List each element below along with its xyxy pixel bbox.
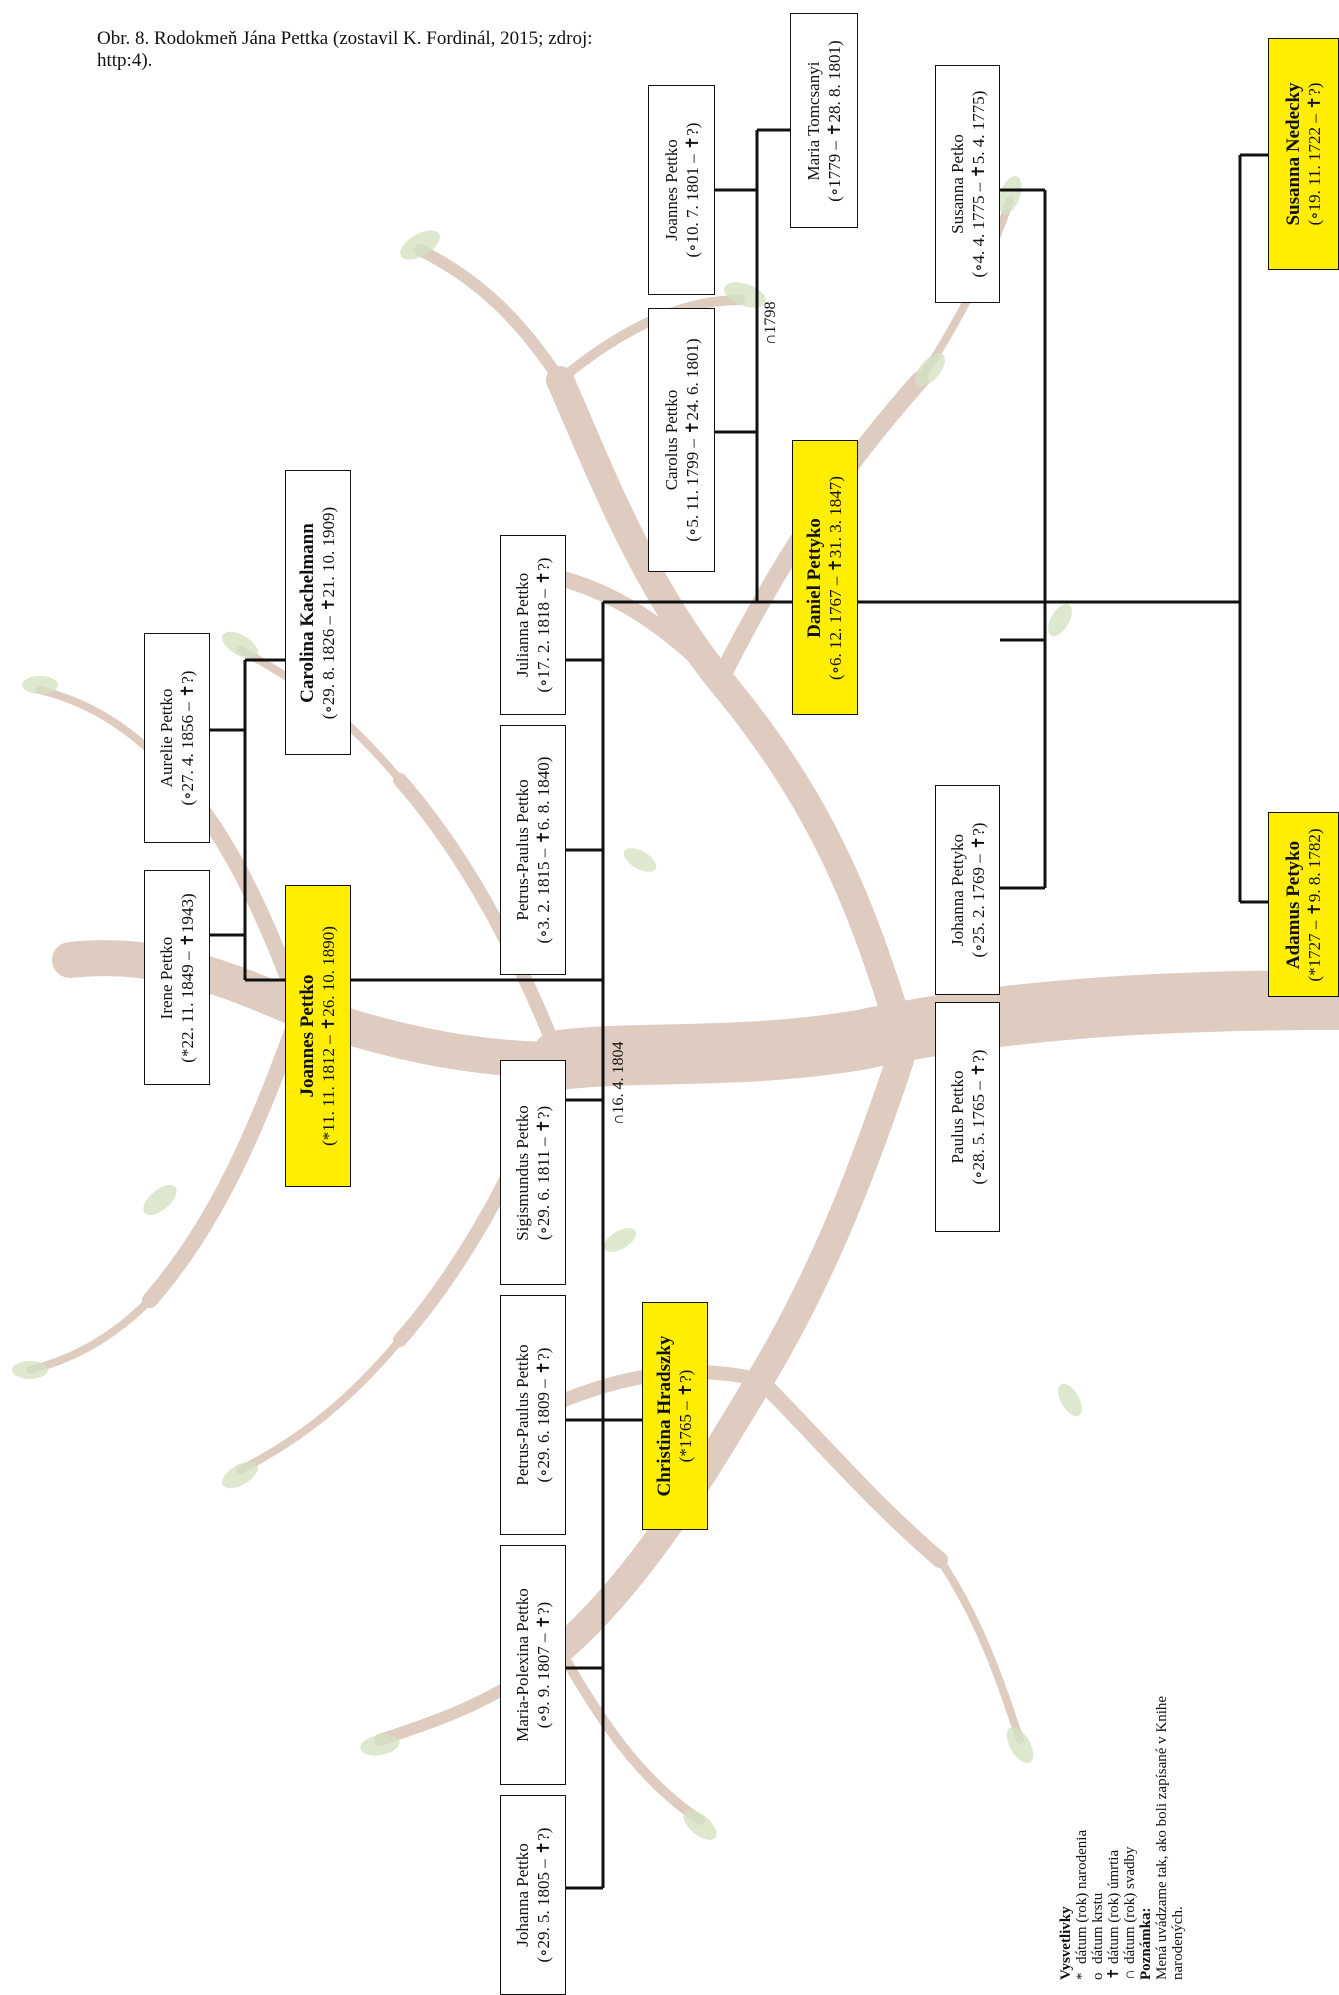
connector-lines — [210, 128, 1268, 1890]
person-name: Petrus-Paulus Pettko — [513, 1344, 532, 1486]
marriage-label-1804: ∩16. 4. 1804 — [610, 1041, 627, 1125]
person-name: Irene Pettko — [157, 936, 176, 1019]
person-dates: (∘19. 11. 1722 – ✝?) — [1304, 82, 1324, 226]
person-name: Paulus Pettko — [947, 1070, 967, 1164]
person-name: Julianna Pettko — [513, 572, 532, 678]
person-name: Maria Tomcsanyi — [804, 61, 823, 180]
person-dates: (∘1779 – ✝28. 8. 1801) — [825, 39, 844, 202]
person-name: Joannes Pettko — [661, 139, 681, 241]
person-box-paulus-pettko: Paulus Pettko(∘28. 5. 1765 – ✝?) — [935, 1002, 1000, 1232]
person-name: Maria-Polexina Pettko — [513, 1588, 532, 1742]
person-box-christina-hradszky: Christina Hradszky(*1765 – ✝?) — [642, 1302, 708, 1530]
person-name: Joannes Pettko — [297, 974, 318, 1098]
person-box-julianna-pettko: Julianna Pettko(∘17. 2. 1818 – ✝?) — [500, 535, 566, 715]
legend-item: ✝dátum (rok) úmrtia — [1106, 1849, 1122, 1980]
legend-item: ∩dátum (rok) svadby — [1122, 1846, 1138, 1980]
person-box-sigismundus-pettko: Sigismundus Pettko(∘29. 6. 1811 – ✝?) — [500, 1060, 566, 1285]
person-dates: (∘29. 5. 1805 – ✝?) — [534, 1827, 553, 1963]
note-title: Poznámka: — [1138, 1907, 1154, 1981]
person-dates: (∘10. 7. 1801 – ✝?) — [682, 122, 702, 258]
person-name: Carolus Pettko — [661, 389, 681, 491]
person-dates: (*22. 11. 1849 – ✝1943) — [178, 892, 197, 1063]
note-text: Mená uvádzame tak, ako boli zapísané v K… — [1154, 1695, 1186, 1980]
person-dates: (∘5. 11. 1799 – ✝24. 6. 1801) — [682, 338, 702, 542]
person-dates: (∘29. 8. 1826 – ✝21. 10. 1909) — [319, 506, 338, 719]
person-name: Daniel Pettyko — [804, 517, 825, 638]
person-box-petrus-paulus-1809: Petrus-Paulus Pettko(∘29. 6. 1809 – ✝?) — [500, 1295, 566, 1535]
person-box-susanna-petko: Susanna Petko(∘4. 4. 1775 – ✝5. 4. 1775) — [935, 65, 1000, 303]
legend-item: *dátum (rok) narodenia — [1074, 1829, 1090, 1980]
person-name: Susanna Petko — [947, 134, 967, 234]
person-dates: (∘29. 6. 1811 – ✝?) — [534, 1105, 553, 1240]
person-name: Carolina Kachelmann — [297, 522, 318, 703]
person-box-maria-polexina-pettko: Maria-Polexina Pettko(∘9. 9. 1807 – ✝?) — [500, 1545, 566, 1785]
person-dates: (∘9. 9. 1807 – ✝?) — [534, 1601, 553, 1729]
person-name: Petrus-Paulus Pettko — [513, 779, 532, 921]
person-dates: (∘4. 4. 1775 – ✝5. 4. 1775) — [968, 90, 988, 278]
person-box-susanna-nedecky: Susanna Nedecky(∘19. 11. 1722 – ✝?) — [1268, 38, 1339, 270]
person-box-adamus-petyko: Adamus Petyko(*1727 – ✝9. 8. 1782) — [1268, 812, 1339, 997]
person-dates: (∘29. 6. 1809 – ✝?) — [534, 1347, 553, 1483]
note: Poznámka: Mená uvádzame tak, ako boli za… — [1138, 1620, 1186, 1980]
person-box-petrus-paulus-1815: Petrus-Paulus Pettko(∘3. 2. 1815 – ✝6. 8… — [500, 725, 566, 975]
person-name: Johanna Pettko — [513, 1843, 532, 1947]
person-name: Christina Hradszky — [654, 1335, 675, 1497]
person-dates: (*1765 – ✝?) — [676, 1369, 695, 1463]
person-box-joannes-pettko-1801: Joannes Pettko(∘10. 7. 1801 – ✝?) — [648, 85, 715, 295]
person-box-carolina-kachelmann: Carolina Kachelmann(∘29. 8. 1826 – ✝21. … — [285, 470, 351, 755]
person-dates: (∘25. 2. 1769 – ✝?) — [968, 822, 988, 958]
person-box-johanna-pettko: Johanna Pettko(∘29. 5. 1805 – ✝?) — [500, 1795, 566, 1995]
person-name: Sigismundus Pettko — [513, 1104, 532, 1241]
legend-title: Vysvetlivky — [1058, 1906, 1074, 1980]
person-box-johanna-pettyko: Johanna Pettyko(∘25. 2. 1769 – ✝?) — [935, 785, 1000, 995]
person-dates: (∘27. 4. 1856 – ✝?) — [178, 670, 197, 806]
person-name: Johanna Pettyko — [947, 834, 967, 946]
person-name: Adamus Petyko — [1282, 840, 1304, 969]
person-box-maria-tomcsanyi: Maria Tomcsanyi(∘1779 – ✝28. 8. 1801) — [790, 13, 858, 228]
person-box-joannes-pettko: Joannes Pettko(*11. 11. 1812 – ✝26. 10. … — [285, 885, 351, 1187]
person-box-daniel-pettyko: Daniel Pettyko(∘6. 12. 1767 – ✝31. 3. 18… — [792, 440, 858, 715]
person-box-carolus-pettko: Carolus Pettko(∘5. 11. 1799 – ✝24. 6. 18… — [648, 308, 715, 572]
person-dates: (∘28. 5. 1765 – ✝?) — [968, 1049, 988, 1185]
person-name: Susanna Nedecky — [1282, 82, 1304, 226]
person-dates: (*1727 – ✝9. 8. 1782) — [1304, 827, 1324, 982]
person-dates: (*11. 11. 1812 – ✝26. 10. 1890) — [319, 926, 338, 1146]
person-dates: (∘6. 12. 1767 – ✝31. 3. 1847) — [826, 475, 845, 680]
person-name: Aurelie Pettko — [157, 688, 176, 788]
marriage-label-1798: ∩1798 — [762, 301, 779, 345]
person-box-aurelie-pettko: Aurelie Pettko(∘27. 4. 1856 – ✝?) — [144, 633, 210, 843]
person-box-irene-pettko: Irene Pettko(*22. 11. 1849 – ✝1943) — [144, 870, 210, 1085]
figure-caption: Obr. 8. Rodokmeň Jána Pettka (zostavil K… — [97, 28, 593, 71]
person-dates: (∘17. 2. 1818 – ✝?) — [534, 557, 553, 693]
person-dates: (∘3. 2. 1815 – ✝6. 8. 1840) — [534, 756, 553, 944]
